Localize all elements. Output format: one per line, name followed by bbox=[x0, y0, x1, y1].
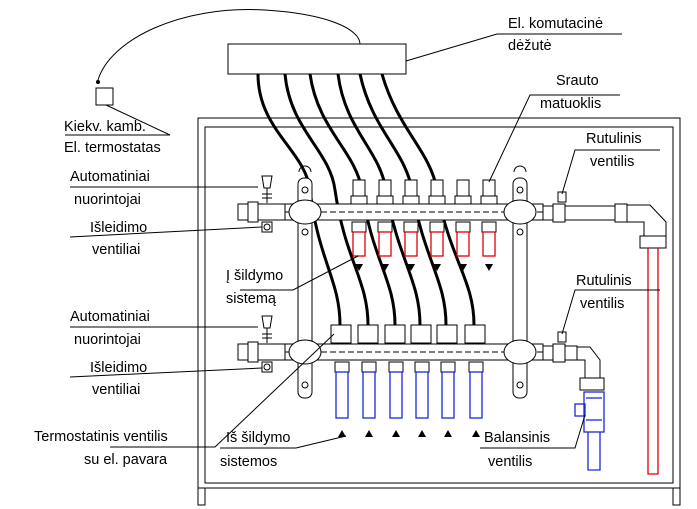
balancing-valve-label-line2: ventilis bbox=[488, 454, 532, 470]
thermo-valve-label-line1: Termostatinis ventilis bbox=[34, 429, 168, 445]
bottom-air-vent-label-line2: nuorintojai bbox=[74, 332, 141, 348]
bottom-air-vent bbox=[261, 315, 273, 343]
room-thermostat-box bbox=[95, 87, 114, 106]
bottom-air-vent-label-line1: Automatiniai bbox=[70, 309, 150, 325]
bottom-drain-valve bbox=[237, 341, 286, 373]
supply-outlets bbox=[351, 221, 497, 257]
top-ball-valve-label-line2: ventilis bbox=[590, 154, 634, 170]
thermostat-label-line2: El. termostatas bbox=[64, 140, 161, 156]
top-air-vent-label-line1: Automatiniai bbox=[70, 169, 150, 185]
bottom-ball-valve-label-line1: Rutulinis bbox=[576, 273, 632, 289]
to-heating-label-line1: Į šildymo bbox=[226, 268, 283, 284]
balancing-valve bbox=[574, 391, 605, 471]
flow-meters bbox=[350, 179, 498, 205]
junction-box bbox=[227, 43, 407, 75]
from-heating-label-line2: sistemos bbox=[220, 454, 277, 470]
thermostat-label-line1: Kiekv. kamb. bbox=[64, 119, 146, 135]
flow-meter-label-line1: Srauto bbox=[556, 73, 599, 89]
return-outlets bbox=[334, 361, 484, 419]
leader-lines bbox=[65, 33, 660, 449]
supply-arrows bbox=[355, 264, 493, 271]
bottom-ball-valve bbox=[542, 331, 605, 391]
return-manifold bbox=[284, 324, 544, 437]
return-arrows bbox=[338, 430, 480, 437]
top-ball-valve bbox=[542, 191, 667, 475]
top-drain-valve bbox=[237, 201, 286, 233]
room-thermostat bbox=[95, 9, 361, 106]
top-air-vent-label-line2: nuorintojai bbox=[74, 192, 141, 208]
bottom-drain-label-line1: Išleidimo bbox=[90, 360, 147, 376]
balancing-valve-label-line1: Balansinis bbox=[484, 430, 550, 446]
thermo-valve-label-line2: su el. pavara bbox=[84, 452, 168, 468]
cabinet bbox=[197, 117, 681, 506]
bottom-ball-valve-label-line2: ventilis bbox=[580, 296, 624, 312]
bottom-drain-label-line2: ventiliai bbox=[92, 382, 140, 398]
top-air-vent bbox=[261, 175, 273, 203]
top-ball-valve-label-line1: Rutulinis bbox=[586, 131, 642, 147]
to-heating-label-line2: sistemą bbox=[226, 291, 277, 307]
top-drain-label-line2: ventiliai bbox=[92, 242, 140, 258]
top-drain-label-line1: Išleidimo bbox=[90, 220, 147, 236]
thermostatic-actuators bbox=[330, 324, 486, 344]
labels: El. komutacinė dėžutė Srauto matuoklis K… bbox=[34, 16, 642, 470]
junction-box-label-line2: dėžutė bbox=[508, 38, 552, 54]
junction-box-label-line1: El. komutacinė bbox=[508, 16, 603, 32]
flow-meter-label-line2: matuoklis bbox=[540, 96, 601, 112]
from-heating-label-line1: Iš šildymo bbox=[226, 430, 290, 446]
